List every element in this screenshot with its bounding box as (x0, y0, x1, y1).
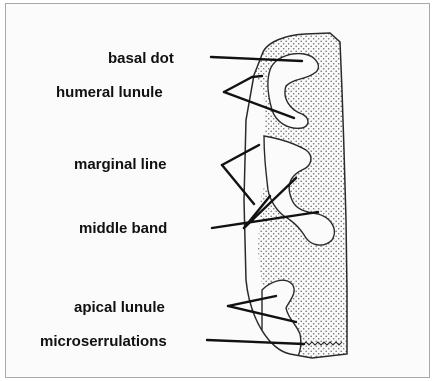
leader-humeral-lunule-a (224, 77, 252, 92)
label-apical-lunule: apical lunule (74, 299, 165, 316)
label-middle-band: middle band (79, 220, 167, 237)
label-microserrulations: microserrulations (40, 333, 167, 350)
label-basal-dot: basal dot (108, 50, 174, 67)
leader-humeral-lunule-c (252, 76, 262, 77)
label-marginal-line: marginal line (74, 156, 167, 173)
label-humeral-lunule: humeral lunule (56, 84, 163, 101)
